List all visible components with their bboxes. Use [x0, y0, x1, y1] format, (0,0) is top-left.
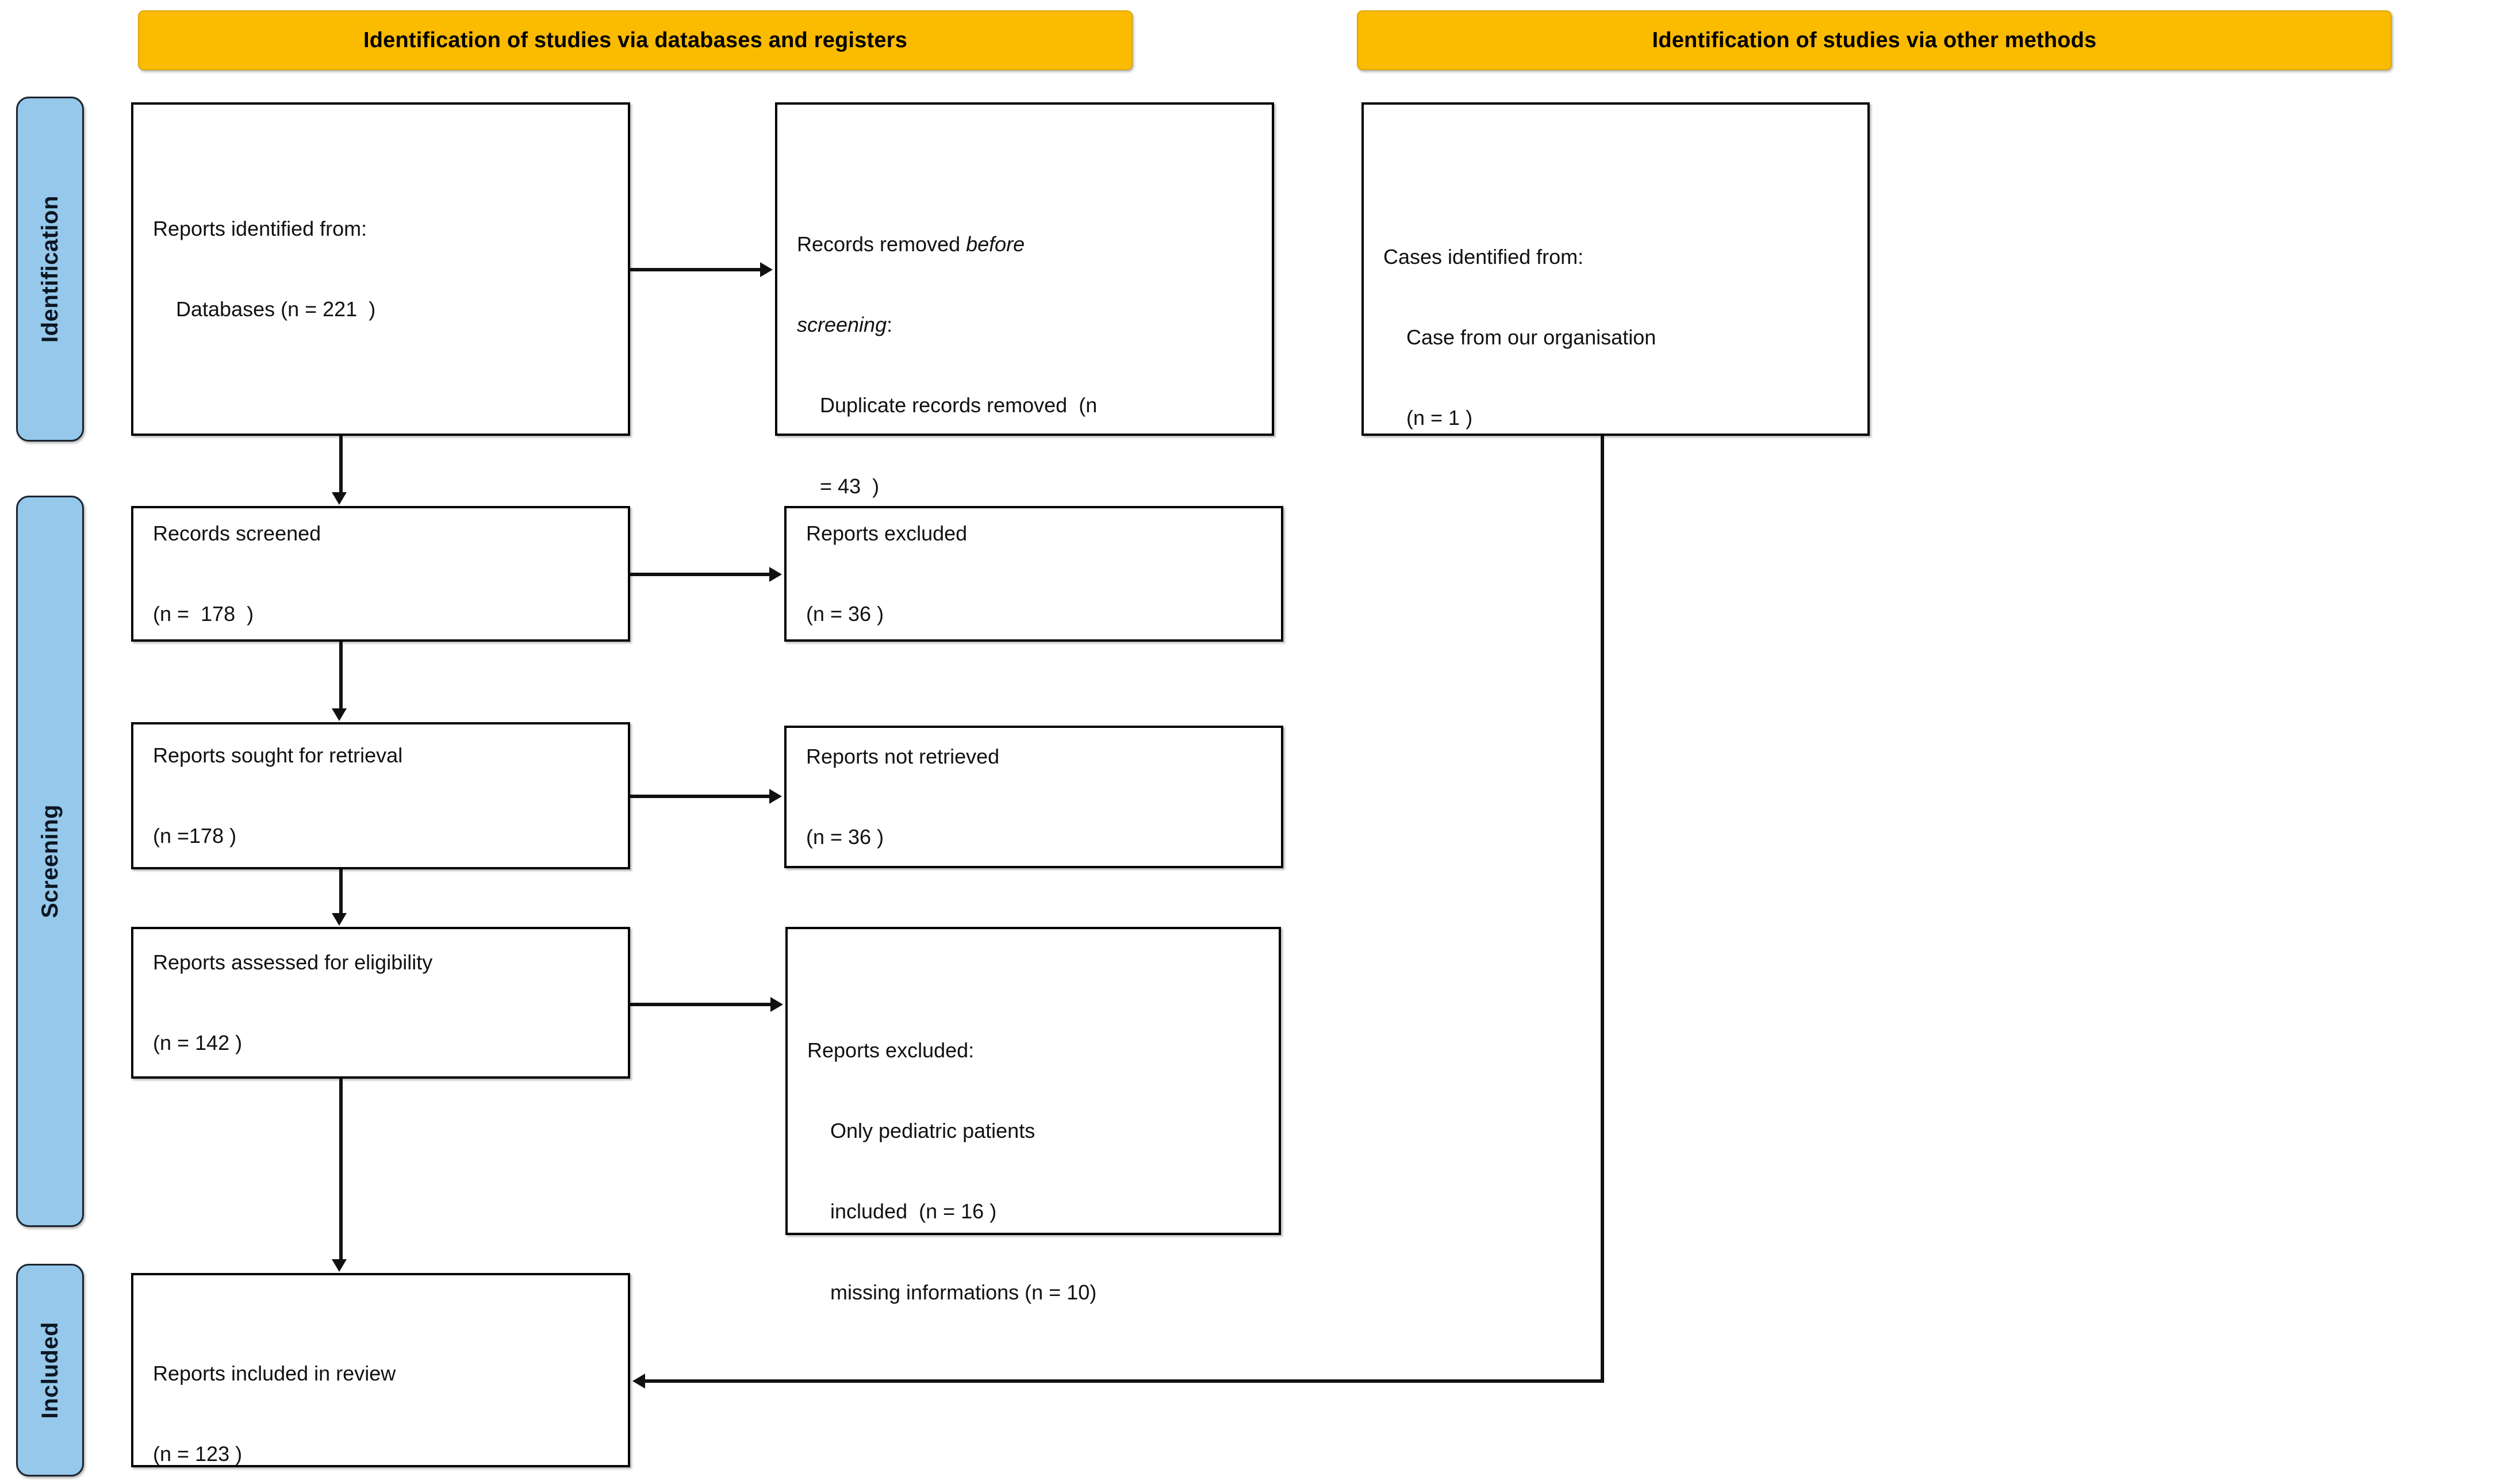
- node-reports-assessed-line1: Reports assessed for eligibility: [153, 950, 433, 974]
- node-reports-included: Reports included in review (n = 123 ): [131, 1273, 630, 1467]
- node-reports-not-retrieved-line2: (n = 36 ): [806, 825, 884, 849]
- node-reports-included-text: Reports included in review (n = 123 ): [153, 1306, 617, 1484]
- stage-tab-screening-label: Screening: [37, 804, 63, 918]
- node-reports-excluded-eligibility-line3: included (n = 16 ): [807, 1199, 997, 1224]
- node-reports-sought-line2: (n =178 ): [153, 823, 237, 848]
- connector-cases-to-included: [645, 1379, 1604, 1383]
- connector-sought-to-not-retrieved: [630, 795, 769, 798]
- node-cases-identified-line3: (n = 1 ): [1383, 406, 1473, 430]
- node-reports-excluded-eligibility-line4: missing informations (n = 10): [807, 1280, 1097, 1304]
- node-reports-excluded-eligibility: Reports excluded: Only pediatric patient…: [785, 927, 1281, 1304]
- node-reports-not-retrieved-text: Reports not retrieved (n = 36 ): [806, 689, 1271, 904]
- banner-databases-registers-label: Identification of studies via databases …: [363, 28, 908, 52]
- node-reports-included-line1: Reports included in review: [153, 1361, 396, 1385]
- node-records-removed-line3: Duplicate records removed (n: [797, 393, 1098, 417]
- stage-tab-included: Included: [16, 1264, 84, 1477]
- node-reports-excluded-screened: Reports excluded (n = 36 ): [784, 506, 1283, 642]
- node-cases-identified-line2: Case from our organisation: [1383, 325, 1656, 349]
- node-records-removed: Records removed before screening: Duplic…: [775, 102, 1274, 498]
- node-records-removed-line1: Records removed before: [797, 231, 1261, 258]
- node-reports-included-line2: (n = 123 ): [153, 1441, 243, 1466]
- node-records-identified-line1: Reports identified from:: [153, 216, 367, 240]
- banner-other-methods-label: Identification of studies via other meth…: [1652, 28, 2097, 52]
- connector-cases-down: [1601, 436, 1604, 1381]
- arrowhead-assessed-to-included: [332, 1259, 347, 1272]
- connector-screened-to-sought: [339, 642, 343, 710]
- arrowhead-identified-to-removed: [760, 262, 773, 277]
- node-reports-excluded-eligibility-line1: Reports excluded:: [807, 1038, 975, 1062]
- node-records-identified-text: Reports identified from: Databases (n = …: [153, 162, 617, 377]
- node-cases-identified-line1: Cases identified from:: [1383, 244, 1584, 269]
- node-reports-excluded-eligibility-line2: Only pediatric patients: [807, 1118, 1035, 1142]
- node-records-screened-line1: Records screened: [153, 521, 321, 545]
- node-reports-assessed: Reports assessed for eligibility (n = 14…: [131, 927, 630, 1079]
- arrowhead-sought-to-not-retrieved: [769, 789, 782, 804]
- connector-identified-to-removed: [630, 268, 760, 271]
- node-records-removed-line2: screening:: [797, 312, 1261, 339]
- arrowhead-cases-to-included: [632, 1374, 645, 1389]
- node-records-removed-line1-b: before: [966, 232, 1025, 256]
- node-records-removed-line2-b: :: [887, 312, 893, 336]
- node-reports-sought: Reports sought for retrieval (n =178 ): [131, 722, 630, 869]
- node-records-removed-line2-a: screening: [797, 312, 887, 336]
- node-reports-excluded-screened-text: Reports excluded (n = 36 ): [806, 466, 1271, 681]
- node-reports-assessed-text: Reports assessed for eligibility (n = 14…: [153, 895, 617, 1110]
- connector-sought-to-assessed: [339, 869, 343, 914]
- node-reports-not-retrieved: Reports not retrieved (n = 36 ): [784, 726, 1283, 868]
- stage-tab-identification-label: Identification: [37, 195, 63, 343]
- connector-screened-to-excluded: [630, 573, 769, 576]
- banner-other-methods: Identification of studies via other meth…: [1357, 10, 2392, 70]
- banner-databases-registers: Identification of studies via databases …: [138, 10, 1133, 70]
- node-records-removed-text: Records removed before screening: Duplic…: [797, 177, 1261, 554]
- node-reports-excluded-screened-line2: (n = 36 ): [806, 601, 884, 626]
- arrowhead-sought-to-assessed: [332, 913, 347, 926]
- node-records-identified: Reports identified from: Databases (n = …: [131, 102, 630, 436]
- node-records-removed-line1-a: Records removed: [797, 232, 966, 256]
- node-reports-not-retrieved-line1: Reports not retrieved: [806, 744, 1000, 768]
- arrowhead-screened-to-sought: [332, 708, 347, 721]
- connector-assessed-to-included: [339, 1079, 343, 1260]
- arrowhead-identified-to-screened: [332, 492, 347, 505]
- node-records-screened-text: Records screened (n = 178 ): [153, 466, 617, 681]
- node-reports-sought-line1: Reports sought for retrieval: [153, 743, 403, 767]
- connector-identified-to-screened: [339, 436, 343, 493]
- stage-tab-screening: Screening: [16, 496, 84, 1227]
- stage-tab-included-label: Included: [37, 1321, 63, 1419]
- node-records-identified-line2: Databases (n = 221 ): [153, 297, 376, 321]
- node-reports-excluded-screened-line1: Reports excluded: [806, 521, 968, 545]
- arrowhead-assessed-to-excluded-detail: [770, 997, 783, 1012]
- node-records-screened: Records screened (n = 178 ): [131, 506, 630, 642]
- node-reports-assessed-line2: (n = 142 ): [153, 1030, 243, 1054]
- node-cases-identified-text: Cases identified from: Case from our org…: [1383, 190, 1857, 486]
- node-records-screened-line2: (n = 178 ): [153, 601, 254, 626]
- stage-tab-identification: Identification: [16, 97, 84, 442]
- node-cases-identified: Cases identified from: Case from our org…: [1361, 102, 1870, 436]
- node-records-removed-line4: = 43 ): [797, 474, 880, 498]
- arrowhead-screened-to-excluded: [769, 567, 782, 582]
- node-reports-excluded-eligibility-text: Reports excluded: Only pediatric patient…: [807, 983, 1268, 1360]
- connector-assessed-to-excluded-detail: [630, 1003, 770, 1006]
- node-reports-sought-text: Reports sought for retrieval (n =178 ): [153, 688, 617, 903]
